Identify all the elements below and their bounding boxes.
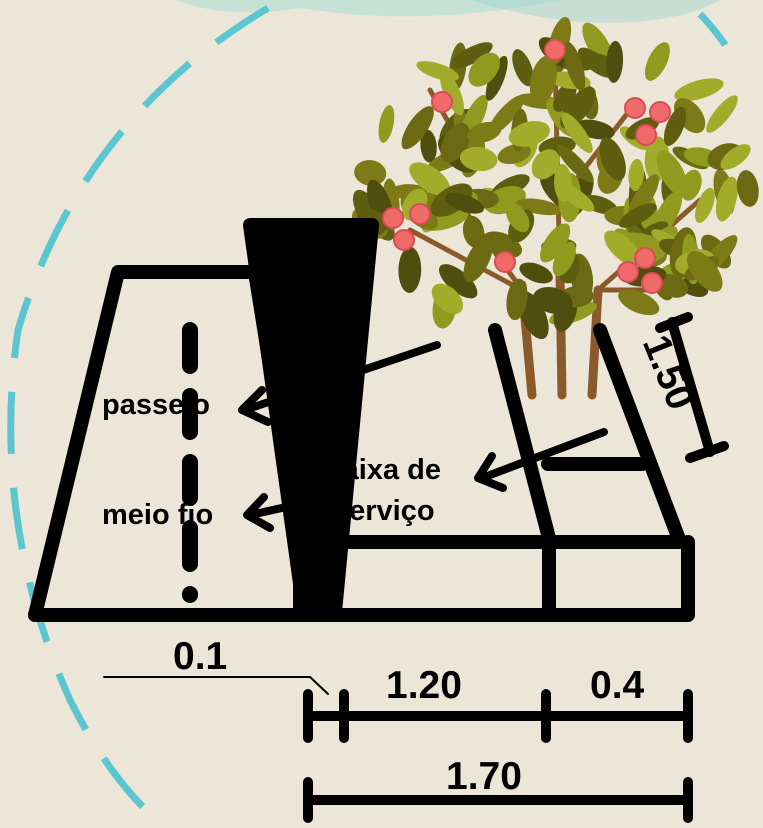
leaf <box>533 286 573 315</box>
leaf <box>420 129 437 163</box>
tree-pit-outline <box>328 323 687 549</box>
service-strip-outline <box>28 535 695 622</box>
leader-diagonal <box>309 676 329 695</box>
tree-foliage <box>351 17 759 340</box>
leaf <box>656 150 688 196</box>
dim-curb-width: 0.1 <box>173 635 228 678</box>
leaf <box>409 162 451 196</box>
leaf <box>506 278 528 321</box>
leaf <box>438 264 478 299</box>
dimension-lines <box>103 312 729 823</box>
pomegranate-fruit <box>617 261 639 283</box>
leaf <box>618 203 657 228</box>
leaf <box>462 215 485 248</box>
label-faixa-line1: faixa de <box>333 454 441 486</box>
leaf <box>540 223 571 263</box>
leaf <box>440 70 465 116</box>
leaf <box>450 42 493 69</box>
leaf <box>505 203 530 233</box>
leaf <box>563 41 586 91</box>
leaf <box>706 95 738 133</box>
leaf <box>606 40 624 83</box>
dim-pit-width: 0.4 <box>590 664 645 707</box>
leaf <box>687 250 723 292</box>
leaf <box>531 149 560 180</box>
dim-total-width: 1.70 <box>446 755 522 798</box>
leaf <box>445 192 484 214</box>
leaf <box>644 42 670 81</box>
pomegranate-fruit <box>393 229 415 251</box>
pomegranate-tree-icon <box>351 17 759 400</box>
pointer-arrows <box>238 341 608 532</box>
leaf <box>628 158 644 192</box>
leaf <box>628 174 660 219</box>
leaf <box>604 230 642 266</box>
dim-strip-width: 1.20 <box>386 664 462 707</box>
leaf <box>599 137 626 181</box>
pomegranate-fruit <box>634 247 656 269</box>
meio-fio-arrow-icon <box>243 493 322 532</box>
leaf <box>497 143 531 165</box>
label-faixa-de-servico: faixa de serviço <box>333 450 441 532</box>
leaf <box>508 120 550 147</box>
leaf <box>674 78 724 102</box>
pomegranate-fruit <box>431 91 453 113</box>
street-outlines <box>28 218 695 622</box>
pomegranate-fruit <box>641 272 663 294</box>
pomegranate-fruit <box>624 97 646 119</box>
leaf <box>561 112 593 154</box>
pomegranate-fruit <box>544 39 566 61</box>
leaf <box>736 170 759 207</box>
faixa-arrow-icon <box>474 428 608 492</box>
leaf <box>556 144 594 183</box>
leaf <box>401 106 434 150</box>
leaf <box>519 262 553 284</box>
pomegranate-fruit <box>409 203 431 225</box>
leaf <box>715 176 738 222</box>
pomegranate-fruit <box>382 207 404 229</box>
leaf <box>720 144 751 170</box>
leaf <box>467 121 502 143</box>
leaf <box>398 246 422 293</box>
leaf <box>468 52 500 87</box>
leaf <box>459 146 498 172</box>
leaf <box>618 289 660 316</box>
pomegranate-fruit <box>635 124 657 146</box>
leaf <box>431 283 464 315</box>
label-meio-fio: meio fio <box>102 499 214 531</box>
leaf <box>552 241 576 277</box>
leaf <box>554 181 595 212</box>
tree-fruits <box>382 39 671 294</box>
label-passeio: passeio <box>102 389 210 421</box>
leaf <box>529 55 557 105</box>
leaf <box>463 236 493 283</box>
leaf <box>695 187 715 223</box>
passeio-arrow-icon <box>238 341 441 426</box>
dim-length-bar <box>667 317 715 457</box>
leaf <box>354 160 387 186</box>
leaf <box>512 49 534 87</box>
background-decoration <box>7 0 744 826</box>
pomegranate-fruit <box>494 251 516 273</box>
leaf <box>416 61 460 81</box>
curb-base-line <box>293 538 342 622</box>
pomegranate-fruit <box>649 101 671 123</box>
label-faixa-line2: serviço <box>333 495 435 527</box>
leaf <box>663 106 687 146</box>
leaf <box>485 55 508 101</box>
leaf <box>378 105 395 143</box>
